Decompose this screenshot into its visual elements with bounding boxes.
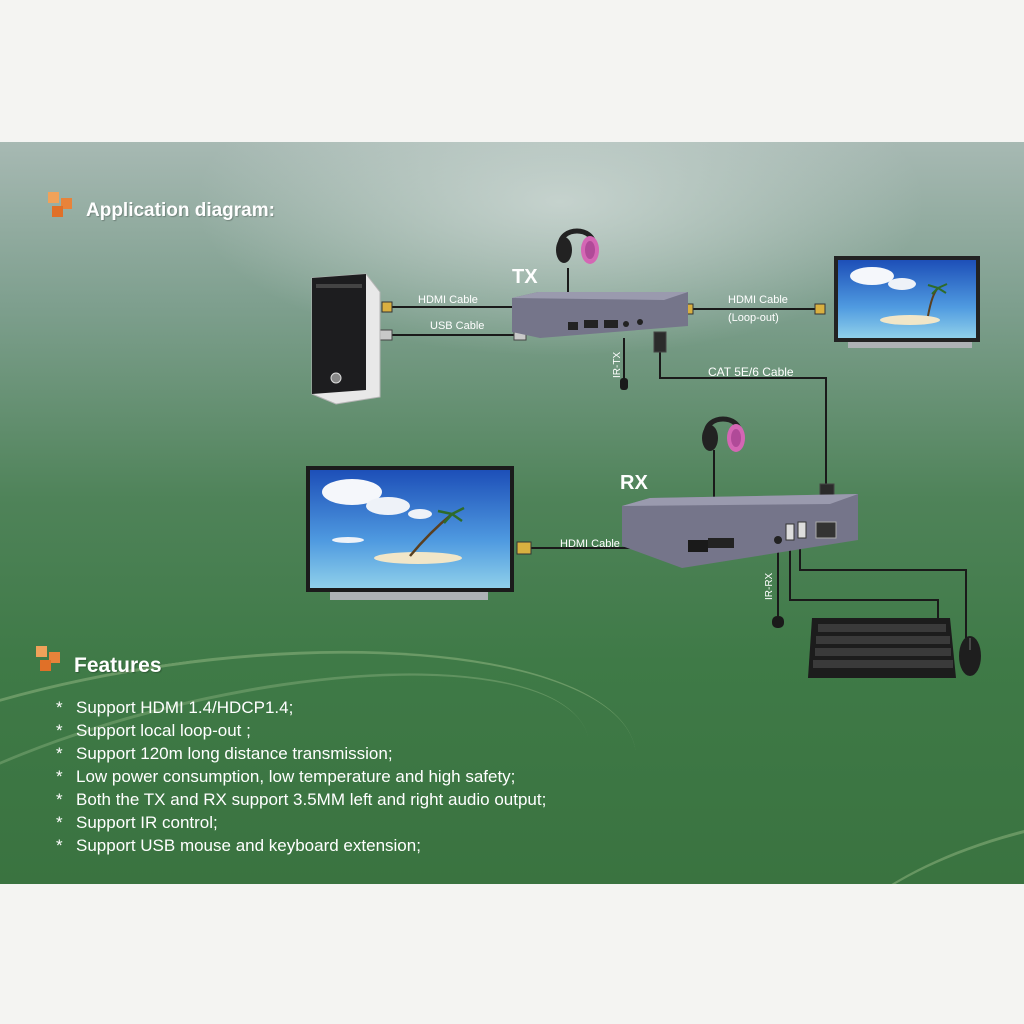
orange-squares-icon: [48, 192, 74, 218]
tx-extender-box: [512, 292, 688, 338]
product-panel: Application diagram:: [0, 142, 1024, 884]
tx-label: TX: [512, 266, 538, 288]
headphones-icon: [556, 228, 599, 264]
loop-out-label: (Loop-out): [728, 312, 779, 324]
hdmi-plug: [381, 301, 393, 313]
ir-rx-label: IR-RX: [764, 572, 775, 600]
feature-item: *Low power consumption, low temperature …: [56, 767, 516, 786]
feature-item: *Support HDMI 1.4/HDCP1.4;: [56, 698, 294, 717]
ir-tx-label: IR-TX: [612, 351, 623, 378]
tx-hdmi-out-label: HDMI Cable: [728, 294, 788, 306]
mouse-icon: [959, 636, 981, 676]
diagram-heading: Application diagram:: [86, 200, 275, 221]
feature-item: *Support USB mouse and keyboard extensio…: [56, 836, 421, 855]
keyboard-icon: [808, 618, 956, 678]
tv-icon: [306, 466, 514, 600]
tx-usb-label: USB Cable: [430, 320, 485, 332]
features-list: *Support HDMI 1.4/HDCP1.4; *Support loca…: [56, 696, 546, 857]
cat-cable-label: CAT 5E/6 Cable: [708, 365, 794, 379]
usb-plug: [379, 329, 393, 341]
monitor-icon: [834, 256, 980, 348]
orange-squares-icon: [36, 646, 62, 672]
features-heading: Features: [74, 654, 162, 677]
mouse-usb-cable: [799, 546, 967, 638]
feature-item: *Support 120m long distance transmission…: [56, 744, 393, 763]
rx-hdmi-label: HDMI Cable: [560, 538, 620, 550]
rj45-plug: [653, 331, 667, 353]
application-diagram: [306, 228, 981, 678]
pc-tower-icon: [311, 273, 381, 405]
ir-sensor-icon: [772, 616, 784, 628]
hdmi-plug: [814, 303, 826, 315]
rx-extender-box: [622, 494, 858, 568]
tx-hdmi-in-label: HDMI Cable: [418, 294, 478, 306]
rx-label: RX: [620, 472, 648, 494]
headphones-icon: [702, 416, 745, 452]
hdmi-plug: [516, 541, 532, 555]
ir-sensor-icon: [620, 378, 628, 390]
feature-item: *Support local loop-out ;: [56, 721, 251, 740]
keyboard-usb-cable: [789, 546, 939, 620]
feature-item: *Both the TX and RX support 3.5MM left a…: [56, 790, 547, 809]
cat-cable: [659, 337, 827, 487]
feature-item: *Support IR control;: [56, 813, 218, 832]
